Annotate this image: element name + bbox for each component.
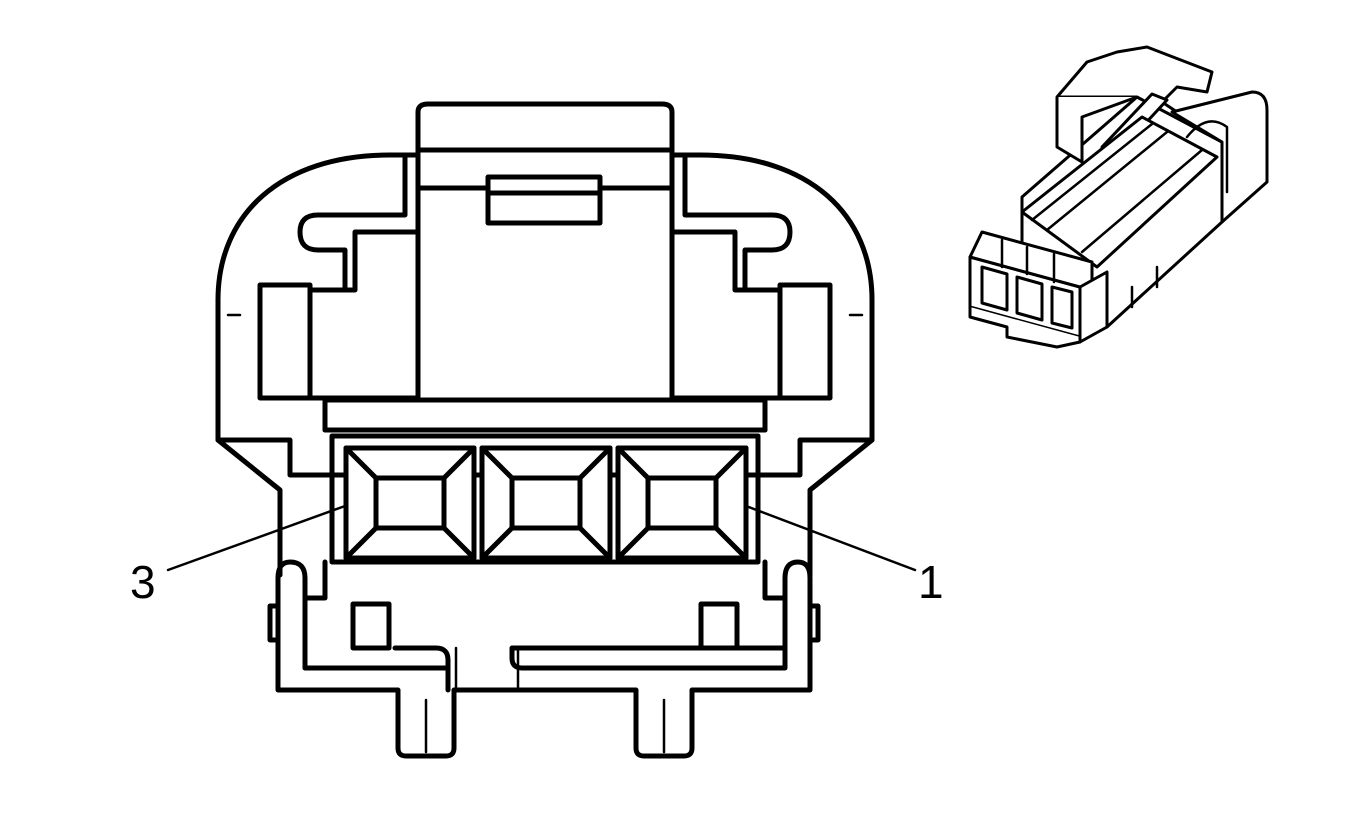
- housing-skirt-left: [215, 437, 283, 578]
- iso-wing-curve: [1185, 120, 1229, 194]
- pin-label-3: 3: [130, 556, 156, 608]
- lower-base-outline: [275, 559, 813, 759]
- iso-ramp: [1020, 115, 1219, 269]
- pin-callouts: 3 1: [130, 504, 944, 608]
- terminal-cavity-1: [615, 445, 749, 561]
- side-nub-left: [267, 603, 281, 643]
- pin-label-1: 1: [918, 556, 944, 608]
- side-nub-right: [807, 603, 821, 643]
- upper-inner-profile: [297, 152, 421, 295]
- mount-tab-right: [698, 601, 740, 651]
- iso-left-hook: [1055, 95, 1138, 164]
- iso-right-wing: [1170, 90, 1269, 224]
- side-panel-right: [777, 282, 833, 401]
- latch-window: [485, 174, 603, 226]
- iso-front-side: [1078, 270, 1109, 344]
- mount-tab-left: [350, 601, 392, 651]
- leader-line-3: [166, 504, 347, 572]
- side-panel-left: [257, 282, 313, 401]
- upper-inner-profile-r: [669, 152, 793, 295]
- iso-front-dividers: [1000, 238, 1056, 284]
- connector-iso-view: [968, 45, 1269, 349]
- leader-line-1: [744, 504, 917, 572]
- iso-pin-cavities: [980, 265, 1074, 330]
- iso-ramp-lines: [1030, 122, 1204, 254]
- cavity-frame: [329, 433, 761, 565]
- housing-skirt-right: [807, 437, 875, 578]
- terminal-cavity-3: [343, 445, 477, 561]
- iso-side-ticks: [1130, 265, 1159, 309]
- connector-front-view: [215, 101, 875, 759]
- lower-channel-2: [302, 595, 788, 693]
- terminal-cavity-2: [479, 445, 613, 561]
